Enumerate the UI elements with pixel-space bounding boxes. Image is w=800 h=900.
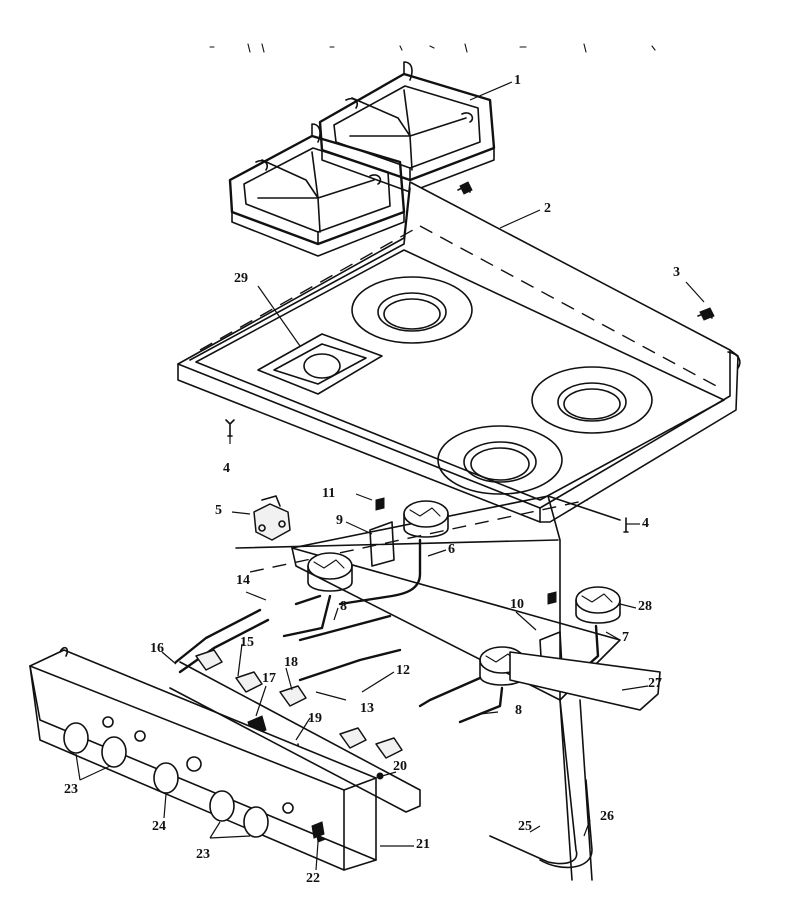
callout-leaders — [75, 81, 705, 871]
manifold-strap — [509, 651, 661, 711]
callout-13: 13 — [360, 701, 374, 716]
burner-brackets — [369, 497, 563, 675]
burner-grate-left — [228, 123, 406, 257]
callout-27: 27 — [648, 676, 662, 691]
callout-8-left: 8 — [340, 599, 347, 614]
burner-ring-back-right — [531, 366, 653, 434]
callout-16: 16 — [150, 641, 164, 656]
callout-8-right: 8 — [515, 703, 522, 718]
callout-4-left: 4 — [223, 461, 230, 476]
callout-23-left: 23 — [64, 782, 78, 797]
burner-ring-front — [437, 425, 563, 495]
callout-10: 10 — [510, 597, 524, 612]
callout-3: 3 — [673, 265, 680, 280]
callout-17: 17 — [262, 671, 276, 686]
scan-artifact-marks — [209, 43, 656, 53]
clip-parts — [457, 181, 715, 321]
main-cooktop — [177, 181, 741, 523]
center-simmer-panel — [257, 333, 383, 395]
callout-5: 5 — [215, 503, 222, 518]
callout-11: 11 — [322, 486, 336, 501]
callout-21: 21 — [416, 837, 430, 852]
callout-1: 1 — [514, 73, 521, 88]
callout-12: 12 — [396, 663, 410, 678]
burner-head-right-rear — [575, 586, 621, 624]
gas-supply-line — [489, 699, 593, 869]
callout-6: 6 — [448, 542, 455, 557]
callout-18: 18 — [284, 655, 298, 670]
callout-25: 25 — [518, 819, 532, 834]
callout-26: 26 — [600, 809, 614, 824]
callout-4-right: 4 — [642, 516, 649, 531]
burner-grate-right — [318, 61, 496, 193]
burner-tubes — [174, 538, 600, 724]
callout-19: 19 — [308, 711, 322, 726]
callout-14: 14 — [236, 573, 250, 588]
callout-28: 28 — [638, 599, 652, 614]
control-knobs — [63, 716, 325, 839]
burner-head-left-rear — [403, 500, 449, 538]
callout-15: 15 — [240, 635, 254, 650]
control-panel — [29, 646, 421, 871]
callout-22: 22 — [306, 871, 320, 886]
callout-24: 24 — [152, 819, 166, 834]
burner-head-left-front — [307, 552, 353, 592]
callout-9: 9 — [336, 513, 343, 528]
callout-2: 2 — [544, 201, 551, 216]
callout-20: 20 — [393, 759, 407, 774]
callout-29: 29 — [234, 271, 248, 286]
callout-7: 7 — [622, 630, 629, 645]
pressure-regulator — [253, 495, 291, 541]
callout-23-right: 23 — [196, 847, 210, 862]
burner-ring-back-left — [351, 276, 473, 344]
